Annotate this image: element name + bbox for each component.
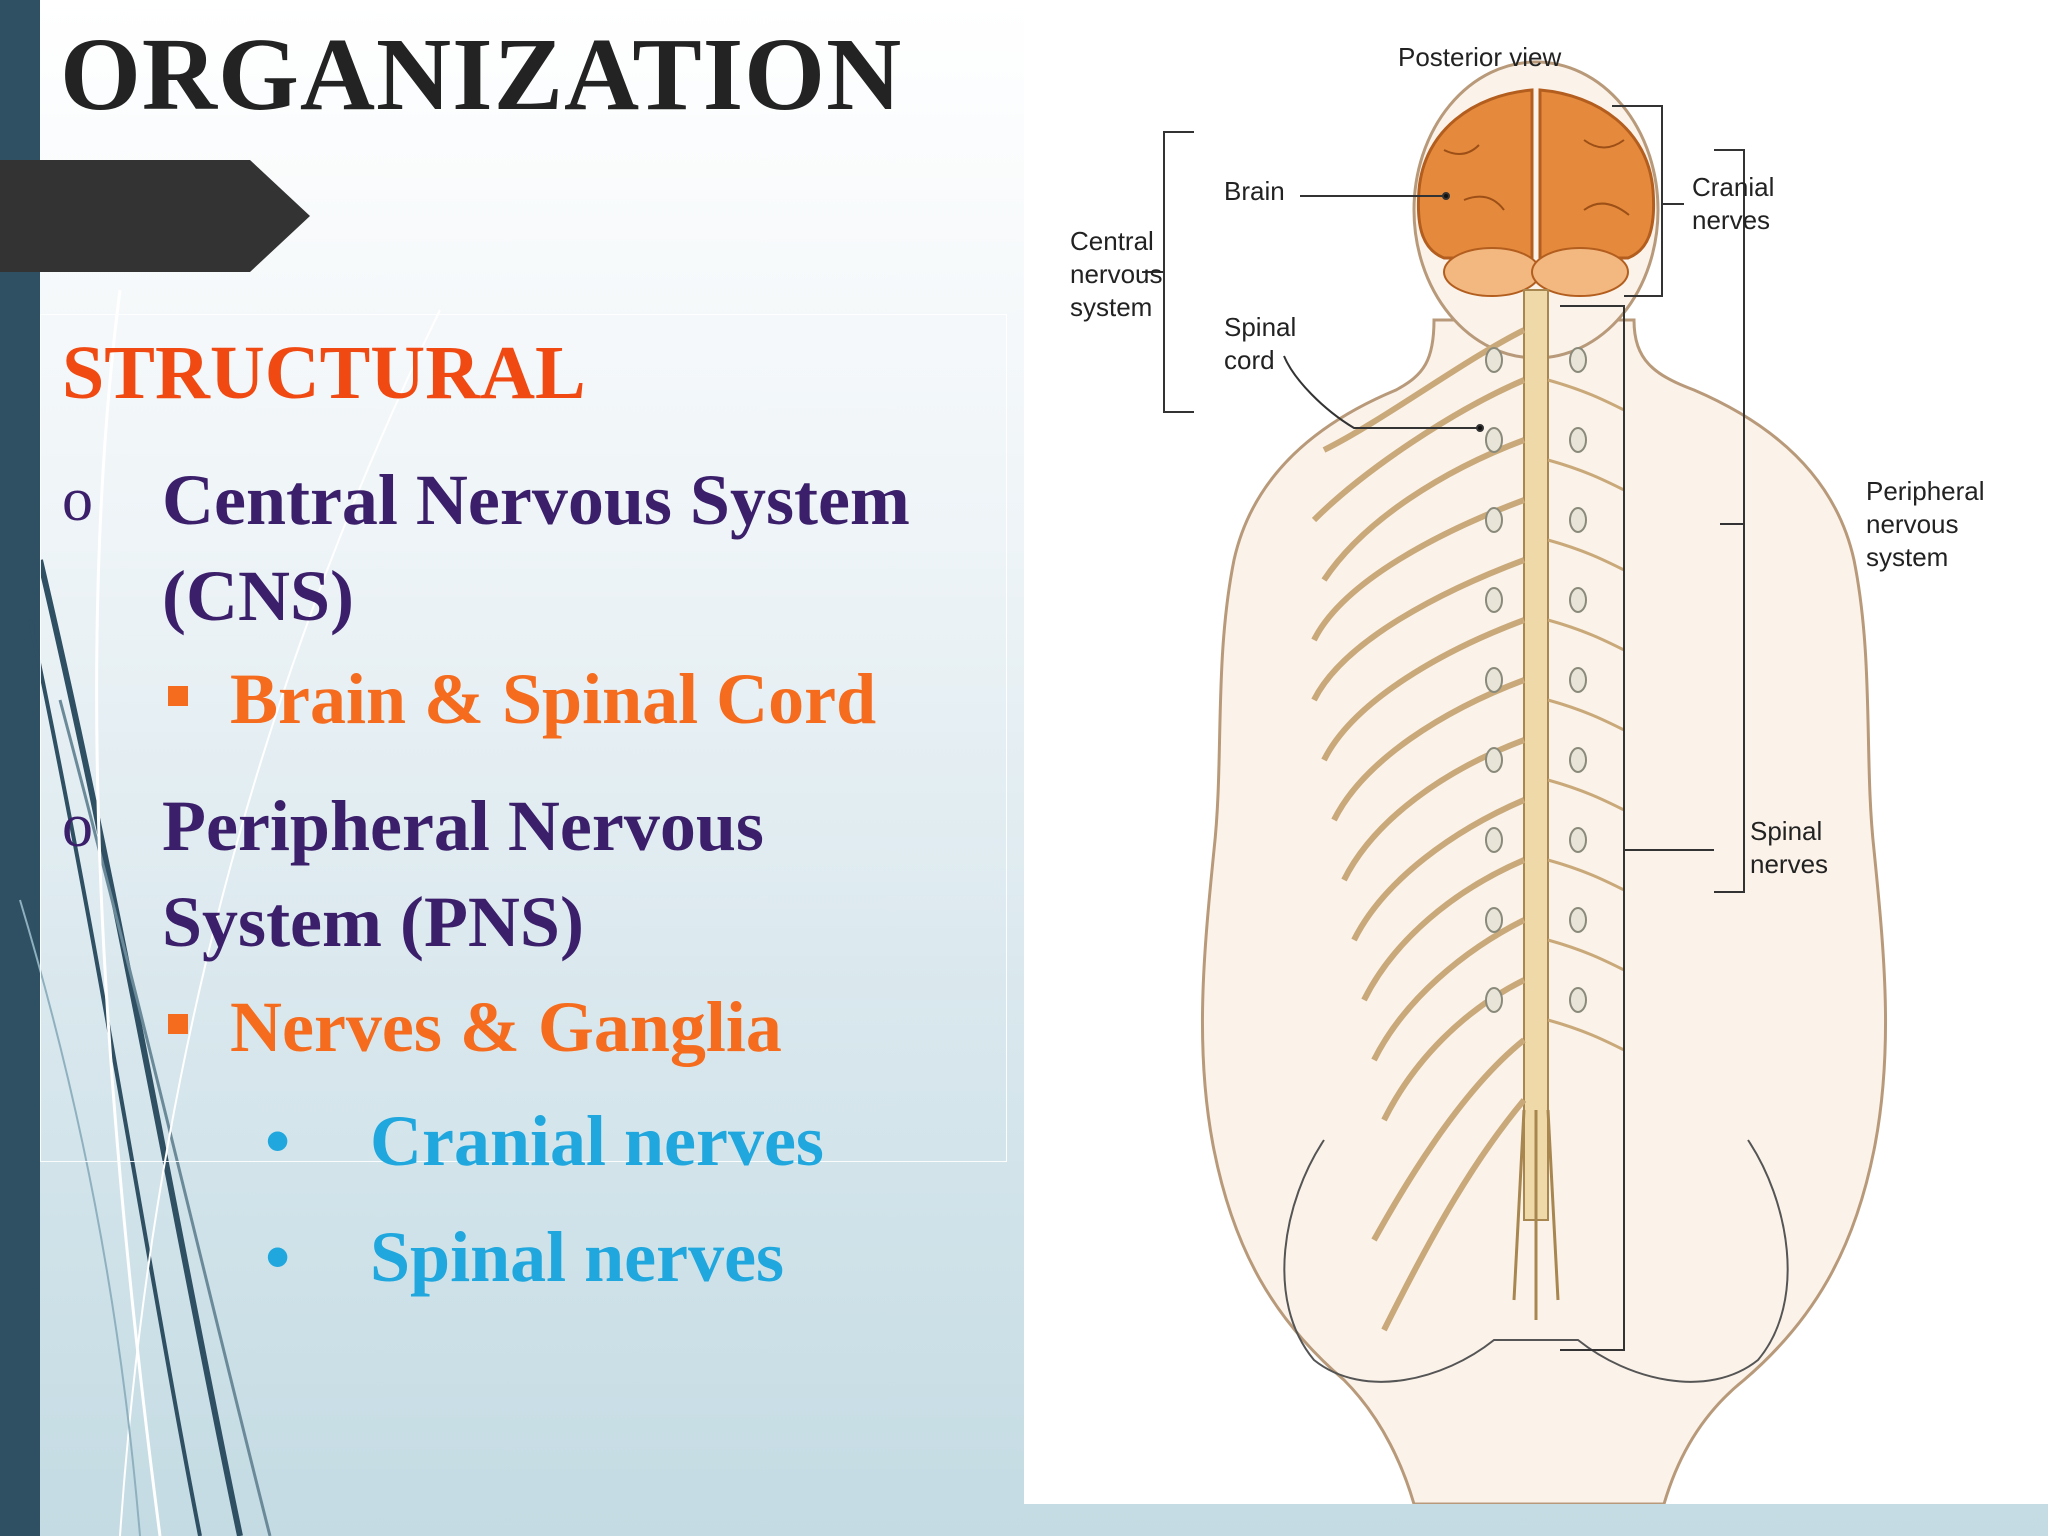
sub-item-label: Brain & Spinal Cord — [230, 659, 877, 739]
decorative-swoosh-lines — [19, 289, 441, 1536]
sub-item-label: Nerves & Ganglia — [230, 987, 782, 1067]
spinal-nerves-left — [1311, 327, 1527, 1332]
title-arrow-tab — [0, 160, 310, 272]
label-brain: Brain — [1224, 176, 1285, 206]
dot-bullet-icon: • — [265, 1101, 291, 1181]
bullet-cranial-nerves: • Cranial nerves — [265, 1101, 824, 1181]
list-item-label: Peripheral Nervous System (PNS) — [162, 786, 764, 962]
section-heading: STRUCTURAL — [62, 331, 586, 415]
sub-item-nerves-ganglia: Nerves & Ganglia — [168, 987, 782, 1067]
dot-bullet-icon: • — [265, 1217, 291, 1297]
pelvis-outline — [1283, 1139, 1789, 1383]
label-pns-line2: nervous — [1866, 509, 1959, 539]
label-cranial-nerves-line2: nerves — [1692, 205, 1770, 235]
sub-item-brain-spinal-cord: Brain & Spinal Cord — [168, 659, 877, 739]
nervous-system-diagram: Posterior view Brain Central nervous sys… — [1024, 0, 2048, 1504]
spinal-cord — [1523, 289, 1549, 1221]
label-spinal-cord-line2: cord — [1224, 345, 1275, 375]
circle-bullet-icon: o — [62, 792, 93, 860]
label-cns-line2: nervous — [1070, 259, 1163, 289]
slide-title: ORGANIZATION — [60, 17, 903, 132]
content-frame — [40, 314, 1007, 1162]
cauda-equina — [1512, 1109, 1560, 1320]
label-posterior-view: Posterior view — [1398, 42, 1561, 72]
label-pns-line1: Peripheral — [1866, 476, 1985, 506]
cerebellum — [1531, 247, 1629, 297]
square-bullet-icon — [168, 686, 188, 707]
label-spinal-nerves-line2: nerves — [1750, 849, 1828, 879]
brain-right-hemisphere — [1538, 88, 1656, 260]
cerebellum — [1443, 247, 1541, 297]
ganglia — [1485, 347, 1587, 1013]
circle-bullet-icon: o — [62, 466, 93, 534]
brain-left-hemisphere — [1416, 88, 1534, 260]
bullet-label: Cranial nerves — [370, 1101, 824, 1181]
label-spinal-nerves-line1: Spinal — [1750, 816, 1822, 846]
bullet-spinal-nerves: • Spinal nerves — [265, 1217, 785, 1297]
bullet-label: Spinal nerves — [370, 1217, 785, 1297]
label-cns-line1: Central — [1070, 226, 1154, 256]
list-item-label: Central Nervous System (CNS) — [162, 460, 910, 636]
label-spinal-cord-line1: Spinal — [1224, 312, 1296, 342]
label-pns-line3: system — [1866, 542, 1948, 572]
label-cns-line3: system — [1070, 292, 1152, 322]
spinal-nerves-right — [1547, 378, 1625, 1052]
label-cranial-nerves-line1: Cranial — [1692, 172, 1774, 202]
square-bullet-icon — [168, 1014, 188, 1035]
